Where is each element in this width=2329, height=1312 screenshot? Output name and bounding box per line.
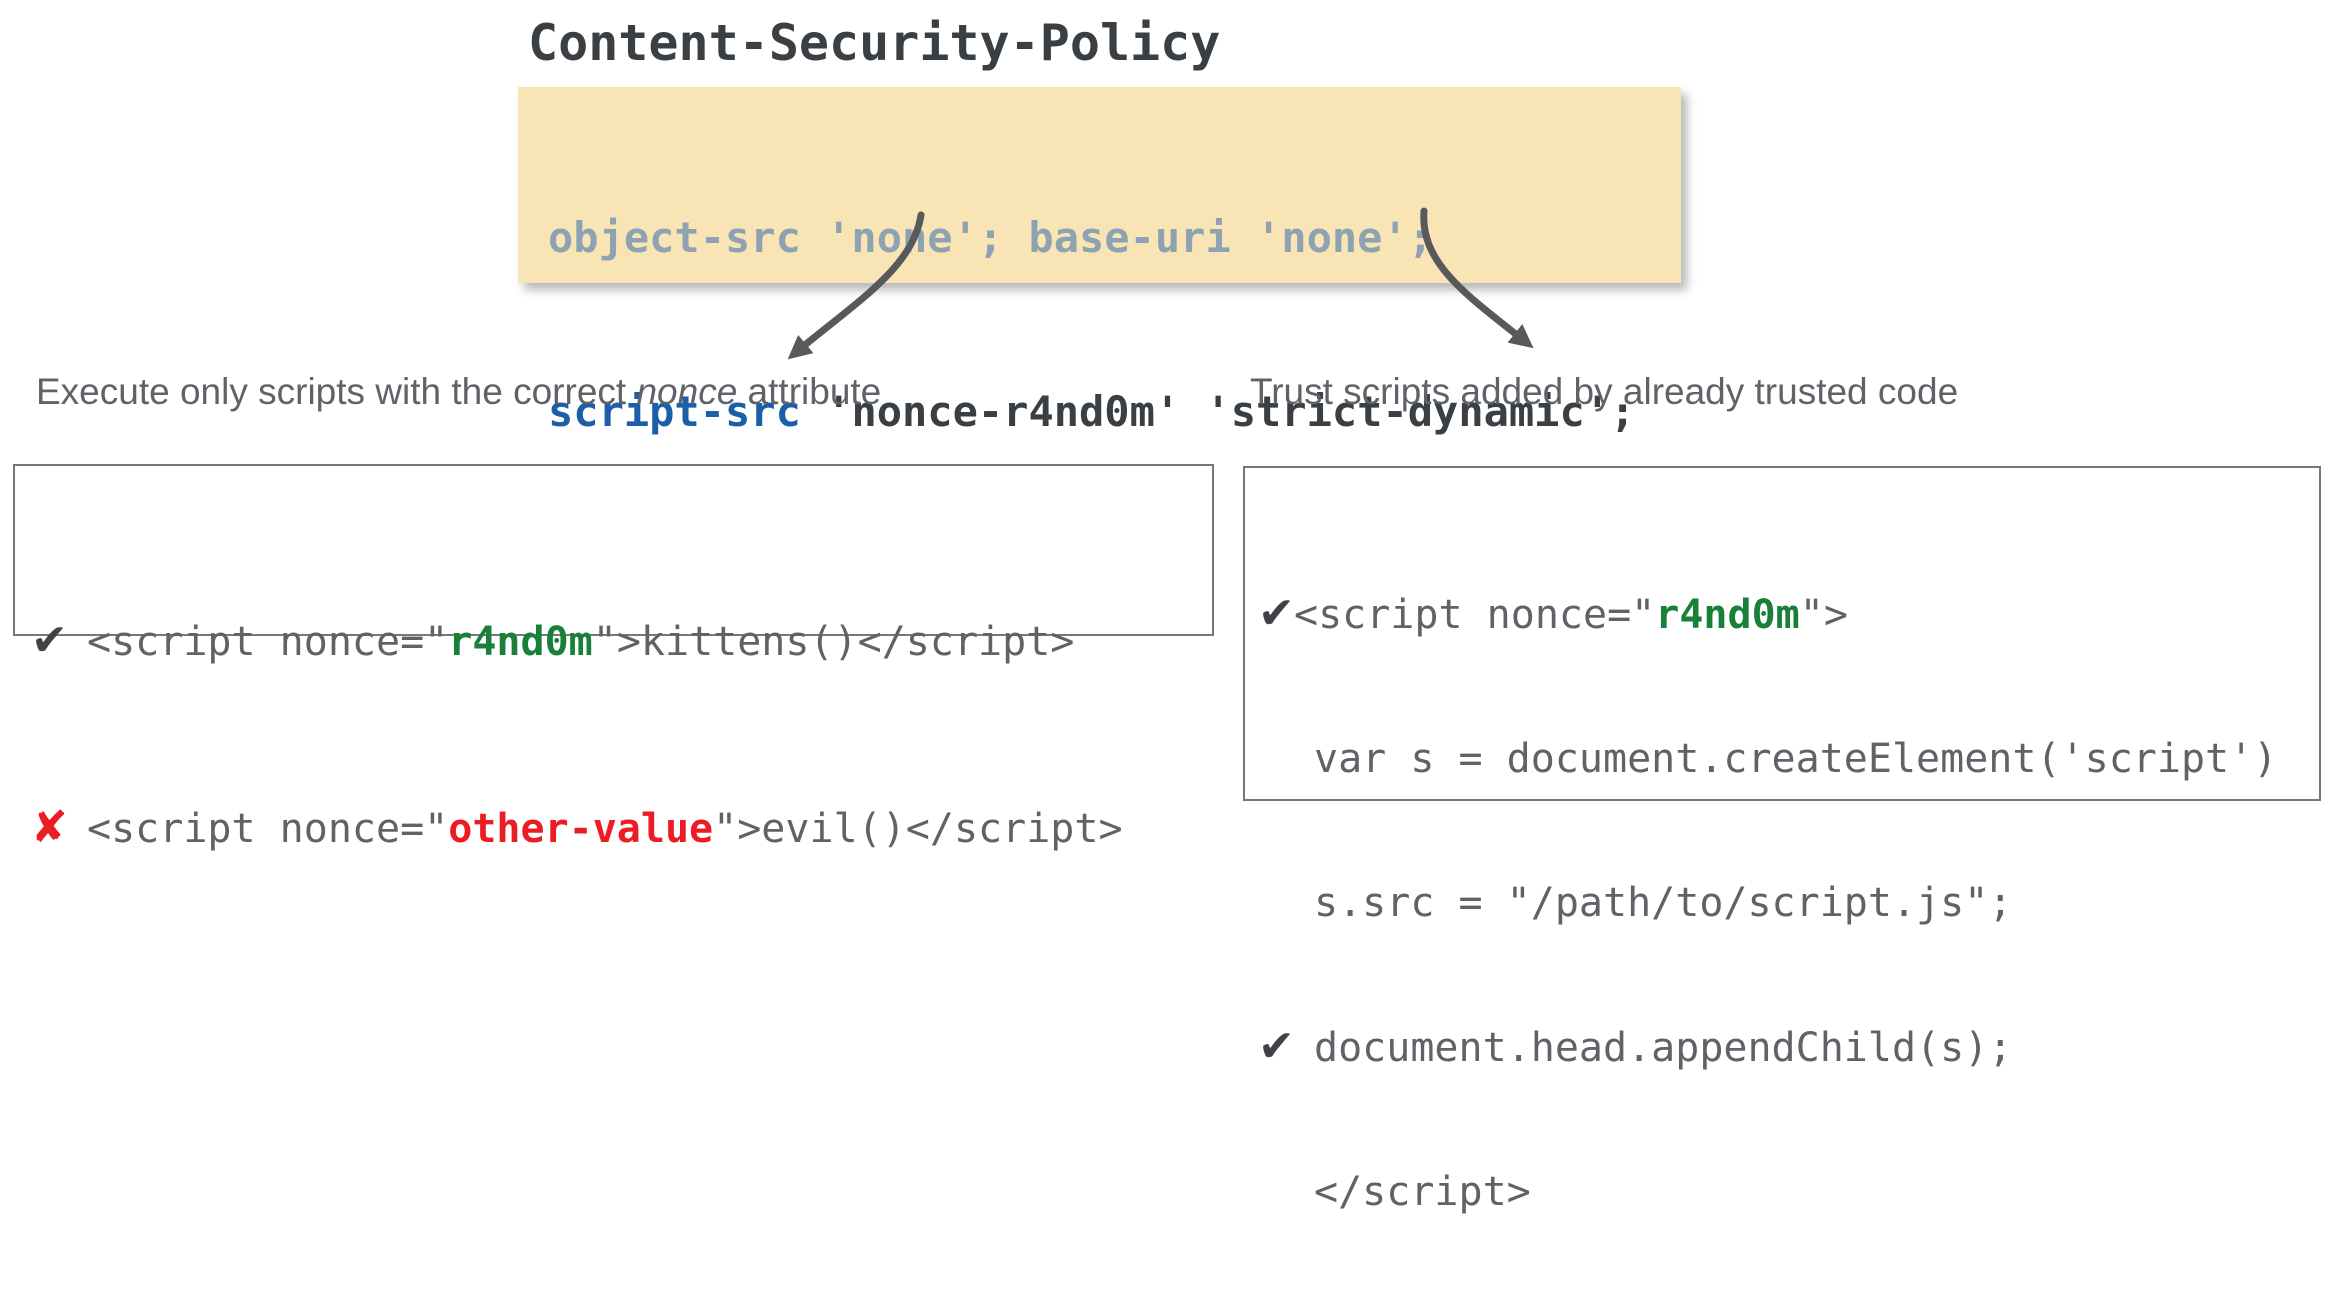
label-left-nonce-word: nonce: [636, 371, 738, 412]
code-line-script-open: ✔<script nonce="r4nd0m">: [1258, 590, 2319, 639]
label-left-pre: Execute only scripts with the correct: [36, 371, 637, 412]
code-line-allowed-script: ✔ <script nonce="r4nd0m">kittens()</scrip…: [31, 610, 1212, 673]
cross-icon: ✘: [31, 802, 68, 853]
script-src-values: 'nonce-r4nd0m' 'strict-dynamic';: [800, 387, 1636, 436]
label-left-post: attribute: [737, 371, 882, 412]
check-icon: ✔: [1258, 588, 1295, 639]
csp-diagram: Content-Security-Policy object-src 'none…: [13, 14, 2321, 1215]
code-text: ">kittens()</script>: [592, 619, 1075, 665]
code-line-blocked-script: ✘<script nonce="other-value">evil()</scr…: [31, 797, 1212, 860]
code-line-append-child: ✔ document.head.appendChild(s);: [1258, 1023, 2319, 1072]
page-title: Content-Security-Policy: [528, 14, 1221, 72]
code-text: <script nonce=": [1294, 592, 1656, 638]
code-text: <script nonce=": [87, 619, 449, 665]
code-text: document.head.appendChild(s);: [1314, 1025, 2013, 1071]
check-icon: ✔: [31, 615, 68, 666]
code-line-set-src: s.src = "/path/to/script.js";: [1314, 880, 2013, 926]
code-line-script-close: </script>: [1314, 1169, 1531, 1215]
strict-dynamic-example-box: ✔<script nonce="r4nd0m"> var s = documen…: [1243, 466, 2321, 1215]
csp-policy-code-box: object-src 'none'; base-uri 'none'; scri…: [518, 87, 1681, 436]
policy-line-object-src: object-src 'none'; base-uri 'none';: [548, 213, 1434, 262]
nonce-example-box: ✔ <script nonce="r4nd0m">kittens()</scrip…: [13, 464, 1214, 853]
nonce-token-valid: r4nd0m: [448, 619, 593, 665]
nonce-explanation-label: Execute only scripts with the correct no…: [36, 370, 881, 414]
check-icon: ✔: [1258, 1021, 1295, 1072]
trusted-code-explanation-label: Trust scripts added by already trusted c…: [1250, 371, 1959, 412]
code-line-create-element: var s = document.createElement('script'): [1314, 736, 2278, 782]
policy-line-script-src: script-src 'nonce-r4nd0m' 'strict-dynami…: [548, 383, 1681, 441]
nonce-token-valid: r4nd0m: [1655, 592, 1800, 638]
code-text: ">: [1799, 592, 1848, 638]
script-src-directive: script-src: [548, 387, 801, 436]
